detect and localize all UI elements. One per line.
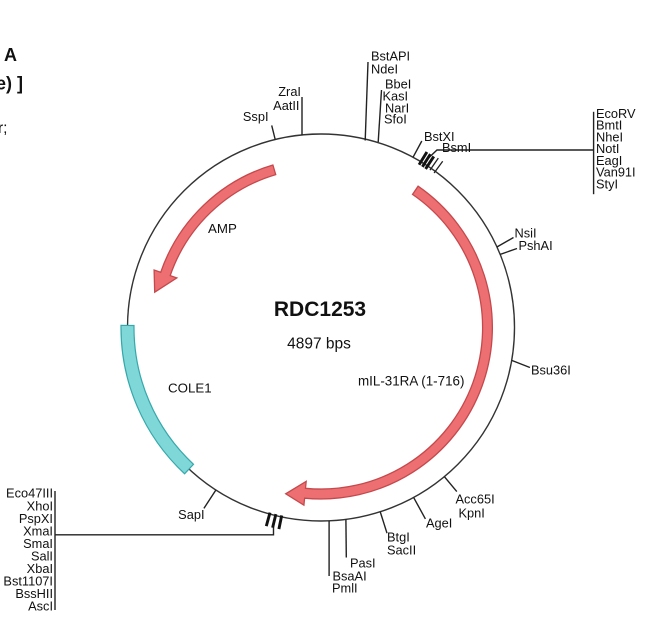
svg-text:AgeI: AgeI xyxy=(426,516,452,531)
svg-text:KpnI: KpnI xyxy=(459,505,485,520)
svg-text:NdeI: NdeI xyxy=(371,62,398,77)
svg-text:BstAPI: BstAPI xyxy=(371,49,410,64)
svg-text:Bst1107I: Bst1107I xyxy=(3,574,53,589)
svg-text:StyI: StyI xyxy=(596,176,618,191)
svg-text:Van91I: Van91I xyxy=(596,165,636,180)
svg-text:BbeI: BbeI xyxy=(385,76,411,91)
svg-text:PspXI: PspXI xyxy=(19,511,53,526)
svg-text:e) ]: e) ] xyxy=(0,74,23,94)
svg-text:BtgI: BtgI xyxy=(387,530,410,545)
svg-text:XhoI: XhoI xyxy=(27,498,53,513)
svg-text:XmaI: XmaI xyxy=(23,523,53,538)
svg-text:AatII: AatII xyxy=(273,98,299,113)
svg-text:SapI: SapI xyxy=(178,507,204,522)
svg-text:SalI: SalI xyxy=(31,549,53,564)
svg-text:SmaI: SmaI xyxy=(23,536,53,551)
svg-text:BssHII: BssHII xyxy=(15,586,53,601)
svg-text:NarI: NarI xyxy=(385,100,409,115)
svg-text:SacII: SacII xyxy=(387,543,416,558)
svg-text:RDC1253: RDC1253 xyxy=(274,298,366,321)
svg-text:AMP: AMP xyxy=(208,221,237,236)
svg-text:BstXI: BstXI xyxy=(424,129,455,144)
svg-text:NotI: NotI xyxy=(596,141,619,156)
svg-text:4897 bps: 4897 bps xyxy=(287,335,351,352)
svg-text:BsmI: BsmI xyxy=(442,140,471,155)
svg-text:PshAI: PshAI xyxy=(519,238,553,253)
svg-text:EcoRV: EcoRV xyxy=(596,106,636,121)
svg-text:SspI: SspI xyxy=(243,109,269,124)
svg-text:EagI: EagI xyxy=(596,153,622,168)
svg-text:AscI: AscI xyxy=(28,599,53,614)
svg-text:r;: r; xyxy=(0,120,7,137)
svg-text:Bsu36I: Bsu36I xyxy=(531,362,571,377)
svg-text:COLE1: COLE1 xyxy=(168,380,212,395)
svg-text:XbaI: XbaI xyxy=(27,561,53,576)
svg-text:PmlI: PmlI xyxy=(332,580,358,595)
svg-text:NheI: NheI xyxy=(596,129,623,144)
svg-text:ZraI: ZraI xyxy=(278,84,301,99)
svg-text:KasI: KasI xyxy=(383,88,409,103)
svg-text:PasI: PasI xyxy=(350,556,376,571)
svg-text:NsiI: NsiI xyxy=(515,226,537,241)
svg-text:BsaAI: BsaAI xyxy=(333,568,367,583)
svg-text:mIL-31RA (1-716): mIL-31RA (1-716) xyxy=(358,374,464,389)
svg-text:A: A xyxy=(4,45,17,65)
svg-text:Eco47III: Eco47III xyxy=(6,486,53,501)
svg-text:SfoI: SfoI xyxy=(384,112,407,127)
svg-text:Acc65I: Acc65I xyxy=(456,492,495,507)
svg-text:BmtI: BmtI xyxy=(596,118,622,133)
